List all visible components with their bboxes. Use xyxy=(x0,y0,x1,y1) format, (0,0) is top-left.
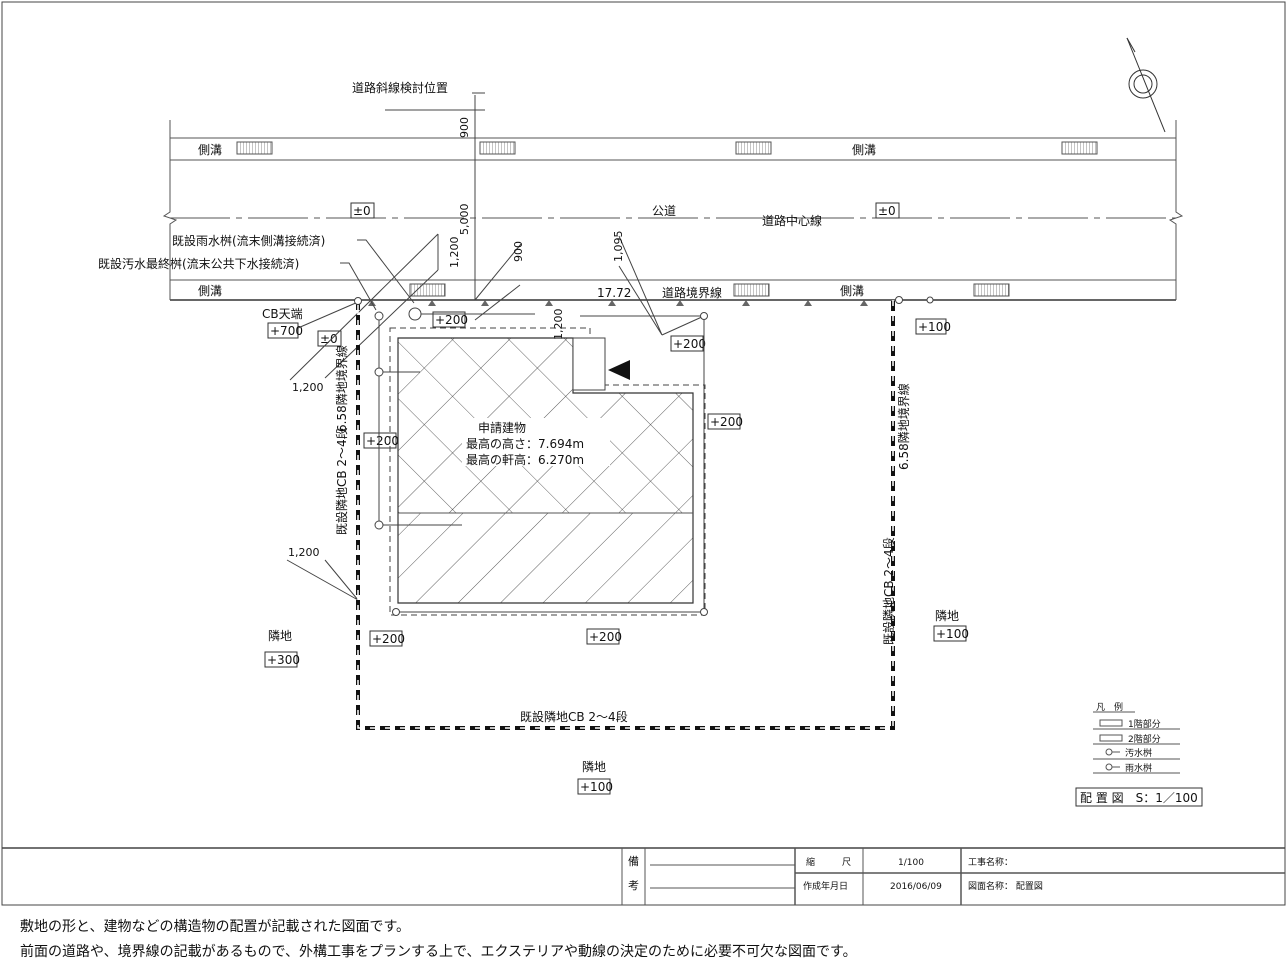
neighbor-label-right: 隣地 xyxy=(935,608,959,623)
level-200-a: +200 xyxy=(435,313,468,327)
dim-1095: 1,095 xyxy=(612,231,625,263)
existing-cb-left-label: 既設隣地CB 2〜4段 xyxy=(334,427,349,535)
legend-item-1f: 1階部分 xyxy=(1128,718,1161,730)
existing-cb-bottom-label: 既設隣地CB 2〜4段 xyxy=(520,709,628,724)
scale-field-label: 縮 尺 xyxy=(806,856,851,868)
level-200-f: +200 xyxy=(589,630,622,644)
road-boundary-label: 道路境界線 xyxy=(662,285,722,300)
level-boxes xyxy=(264,202,967,795)
north-arrow-icon xyxy=(1126,37,1166,133)
dim-1200-b: 1,200 xyxy=(552,309,565,341)
caption-line-2: 前面の道路や、境界線の記載があるもので、外構工事をプランする上で、エクステリアや… xyxy=(20,944,857,960)
legend xyxy=(1075,711,1203,807)
building-max-height: 最高の高さ：7.694m xyxy=(466,436,584,451)
project-name-field: 工事名称： xyxy=(968,856,1013,868)
level-neighbor-left: +300 xyxy=(267,653,300,667)
drain-pipes xyxy=(354,296,934,616)
cb-top-label: CB天端 xyxy=(262,307,303,321)
road xyxy=(162,120,1184,301)
level-road-left: ±0 xyxy=(353,204,371,218)
building-name: 申請建物 xyxy=(478,421,526,435)
dim-900-b: 900 xyxy=(512,241,525,262)
dim-900-top: 900 xyxy=(458,117,471,138)
level-neighbor-bottom: +100 xyxy=(580,780,613,794)
remarks-label-2: 考 xyxy=(628,879,639,892)
existing-cb-right-label: 既設隣地CB 2〜4段 xyxy=(881,537,896,645)
legend-item-rain: 雨水桝 xyxy=(1125,762,1152,774)
legend-item-2f: 2階部分 xyxy=(1128,733,1161,745)
drawing-frame xyxy=(1,1,1286,906)
road-center-line-label: 道路中心線 xyxy=(762,213,822,228)
sewage-basin-label: 既設汚水最終桝(流末公共下水接続済) xyxy=(98,256,299,271)
remarks-label-1: 備 xyxy=(628,855,639,868)
level-200-c: +200 xyxy=(710,415,743,429)
dim-1200-a: 1,200 xyxy=(448,237,461,269)
dim-5000: 5,000 xyxy=(458,204,471,236)
date-field-label: 作成年月日 xyxy=(803,880,848,892)
neighbor-boundary-right: 6.58隣地境界線 xyxy=(896,383,911,470)
road-slope-label: 道路斜線検討位置 xyxy=(352,80,448,95)
building xyxy=(389,327,706,616)
neighbor-boundary-left: 6.58隣地境界線 xyxy=(334,345,349,432)
site-boundary xyxy=(356,300,895,730)
dim-1200-lower: 1,200 xyxy=(288,546,320,559)
dim-17-72: 17.72 xyxy=(597,286,631,300)
level-200-b: +200 xyxy=(673,337,706,351)
level-200-e: +200 xyxy=(372,632,405,646)
date-field-value: 2016/06/09 xyxy=(890,882,942,892)
caption-line-1: 敷地の形と、建物などの構造物の配置が記載された図面です。 xyxy=(20,919,411,935)
ditch-grates xyxy=(236,141,1098,297)
rain-basin-icon xyxy=(408,307,422,321)
level-cb-top: +700 xyxy=(270,324,303,338)
neighbor-label-left: 隣地 xyxy=(268,628,292,643)
public-road-label: 公道 xyxy=(652,204,676,218)
level-100-right-front: +100 xyxy=(918,320,951,334)
legend-title: 凡 例 xyxy=(1096,701,1123,713)
side-ditch-label-top-left: 側溝 xyxy=(198,143,222,157)
entrance-arrow-icon xyxy=(608,360,630,380)
legend-item-sewage: 汚水桝 xyxy=(1125,747,1152,759)
level-200-d: +200 xyxy=(366,434,399,448)
dim-1200-left: 1,200 xyxy=(292,381,324,394)
side-ditch-label-top-right: 側溝 xyxy=(852,143,876,157)
side-ditch-label-bottom-right: 側溝 xyxy=(840,284,864,298)
level-neighbor-right: +100 xyxy=(936,627,969,641)
neighbor-label-bottom: 隣地 xyxy=(582,759,606,774)
boundary-markers xyxy=(368,300,868,306)
side-ditch-label-bottom-left: 側溝 xyxy=(198,284,222,298)
level-site-front: ±0 xyxy=(320,332,338,346)
rain-basin-label: 既設雨水桝(流末側溝接続済) xyxy=(172,233,325,248)
title-block xyxy=(621,848,1285,905)
building-max-eave: 最高の軒高：6.270m xyxy=(466,452,584,467)
drawing-name-field: 図面名称： 配置図 xyxy=(968,880,1043,892)
scale-field-value: 1/100 xyxy=(898,858,924,868)
scale-label: 配 置 図 S：1／100 xyxy=(1080,791,1198,805)
level-road-right: ±0 xyxy=(878,204,896,218)
